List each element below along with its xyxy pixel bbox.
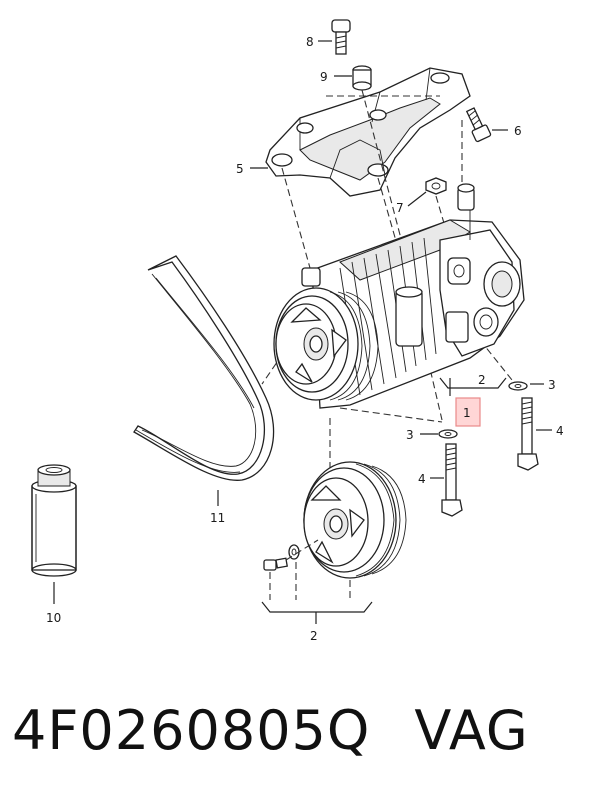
bracket-5	[265, 67, 471, 197]
callout-3-right: 3	[548, 378, 556, 392]
callout-8: 8	[306, 35, 314, 49]
callout-9: 9	[320, 70, 328, 84]
oil-bottle-10	[31, 464, 77, 577]
bolt-4-right	[517, 397, 539, 471]
callout-11: 11	[210, 511, 225, 525]
bolt-4-left	[441, 443, 463, 517]
callout-6: 6	[514, 124, 522, 138]
bolt-8	[331, 19, 351, 55]
callout-7: 7	[396, 201, 404, 215]
callout-3-left: 3	[406, 428, 414, 442]
part-number: 4F0260805Q	[12, 698, 371, 762]
callout-4-left: 4	[418, 472, 426, 486]
callout-2-bottom: 2	[310, 629, 318, 643]
bolt-6	[465, 107, 492, 143]
nut-7	[425, 177, 447, 195]
caption-bar: 4F0260805Q VAG	[12, 690, 529, 770]
bracket-2-bottom	[261, 562, 373, 624]
exploded-parts-diagram: 8 9 5 6 7	[31, 19, 564, 643]
ac-compressor-1	[273, 183, 525, 409]
tensioner-pulley-2	[303, 461, 407, 579]
callout-1: 1	[463, 406, 471, 420]
callout-10: 10	[46, 611, 61, 625]
callout-1-highlight	[456, 398, 480, 426]
bracket-2-top	[439, 377, 507, 389]
brand-name: VAG	[414, 698, 529, 762]
ribbed-belt-11	[133, 255, 275, 481]
callout-4-right: 4	[556, 424, 564, 438]
callout-5: 5	[236, 162, 244, 176]
pulley-axis	[285, 539, 319, 561]
pulley-bolt-2	[263, 544, 300, 571]
washer-3-left	[438, 429, 458, 439]
callout-1-highlight-border	[455, 397, 481, 427]
leader-7	[407, 191, 427, 207]
callout-2-top: 2	[478, 373, 486, 387]
washer-3-right	[508, 381, 528, 391]
spacer-9	[352, 65, 372, 91]
